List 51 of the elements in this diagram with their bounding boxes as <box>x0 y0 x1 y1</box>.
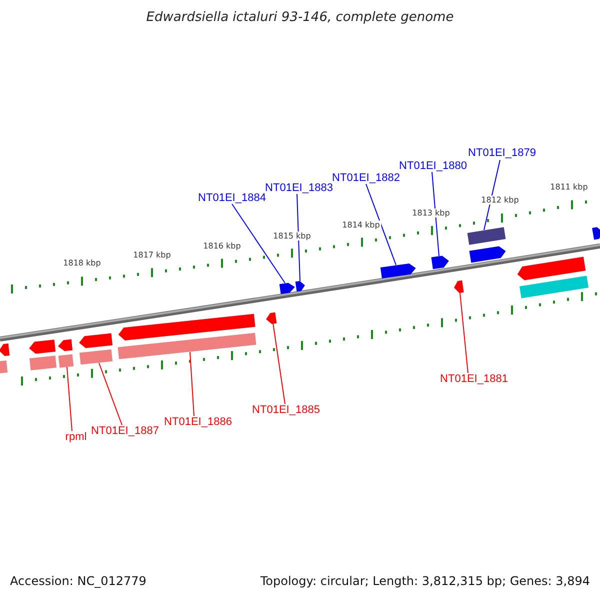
gene-label: NT01EI_1879 <box>468 147 536 159</box>
feature-bar <box>29 356 57 370</box>
leader-line <box>272 322 286 404</box>
leader-line <box>232 204 286 284</box>
gene-label: NT01EI_1880 <box>399 160 467 172</box>
leader-line <box>66 366 72 432</box>
leader-line <box>190 352 194 416</box>
gene-feature <box>78 333 112 349</box>
gene-feature <box>452 280 464 294</box>
gene-feature <box>28 340 56 354</box>
gene-label: rpml <box>65 431 87 443</box>
feature-bar <box>58 354 74 368</box>
gene-label: NT01EI_1884 <box>198 192 266 204</box>
gene-label: NT01EI_1882 <box>332 172 400 184</box>
scale-label: 1812 kbp <box>480 196 520 204</box>
gene-feature <box>430 254 450 270</box>
gene-label: NT01EI_1886 <box>164 416 232 428</box>
gene-feature <box>294 280 306 292</box>
gene-feature <box>265 312 277 324</box>
leader-line <box>432 172 440 256</box>
gene-feature <box>57 338 73 352</box>
gene-label: NT01EI_1887 <box>91 425 159 437</box>
scale-label: 1816 kbp <box>202 242 242 250</box>
scale-label: 1811 kbp <box>549 182 589 192</box>
genome-info-text: Topology: circular; Length: 3,812,315 bp; Genes: 3,894 <box>260 574 590 588</box>
leader-line <box>484 160 500 230</box>
feature-bar <box>79 349 113 365</box>
gene-feature <box>469 245 507 263</box>
feature-bar <box>466 227 506 245</box>
scale-label: 1815 kbp <box>272 232 312 240</box>
feature-bar <box>0 360 8 374</box>
leader-line <box>296 194 300 282</box>
title: Edwardsiella ictaluri 93-146, complete genome <box>145 10 455 25</box>
leader-line <box>460 292 468 374</box>
gene-label: NT01EI_1885 <box>252 404 320 416</box>
feature-bar <box>519 276 589 298</box>
feature-bar <box>118 332 256 360</box>
gene-feature <box>0 344 10 356</box>
scale-label: 1814 kbp <box>341 220 381 230</box>
gene-label: NT01EI_1883 <box>265 182 333 194</box>
leader-line <box>98 362 122 426</box>
scale-label: 1813 kbp <box>411 208 451 218</box>
gene-feature <box>516 256 586 282</box>
leader-line <box>366 184 396 266</box>
gene-feature <box>117 313 255 341</box>
gene-feature <box>278 282 296 294</box>
gene-feature <box>380 262 416 278</box>
scale-label: 1817 kbp <box>132 250 172 260</box>
gene-label: NT01EI_1881 <box>440 373 508 385</box>
scale-label: 1818 kbp <box>62 258 102 268</box>
accession-text: Accession: NC_012779 <box>10 574 146 588</box>
